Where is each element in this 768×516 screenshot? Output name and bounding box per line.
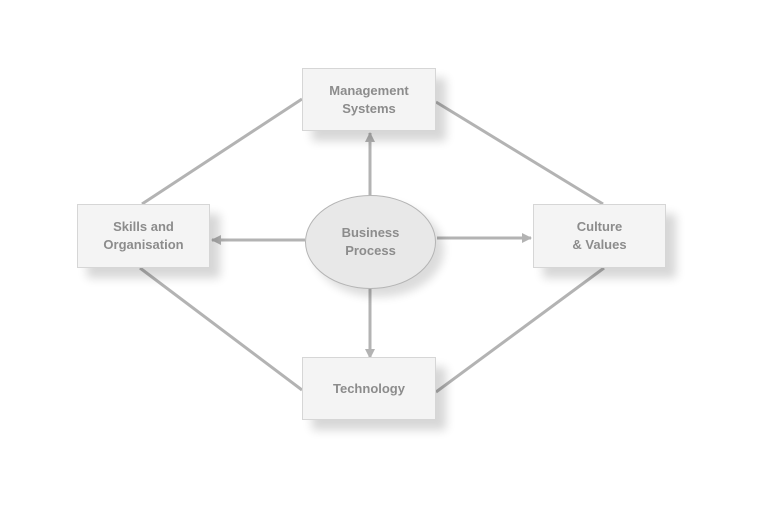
management-systems-label: Management Systems [329, 82, 409, 116]
link-skills-technology [139, 266, 303, 392]
technology-label: Technology [333, 380, 405, 396]
link-management-culture [435, 100, 604, 206]
business-process-ellipse: Business Process [305, 195, 436, 289]
link-management-skills [141, 97, 303, 206]
skills-organisation-box: Skills and Organisation [77, 204, 210, 268]
culture-values-label: Culture & Values [572, 219, 627, 252]
management-systems-box: Management Systems [302, 68, 436, 131]
technology-box: Technology [302, 357, 436, 420]
culture-values-box: Culture & Values [533, 204, 666, 268]
link-culture-technology [435, 266, 605, 394]
skills-organisation-label: Skills and Organisation [103, 219, 184, 252]
business-process-label: Business Process [341, 225, 400, 258]
